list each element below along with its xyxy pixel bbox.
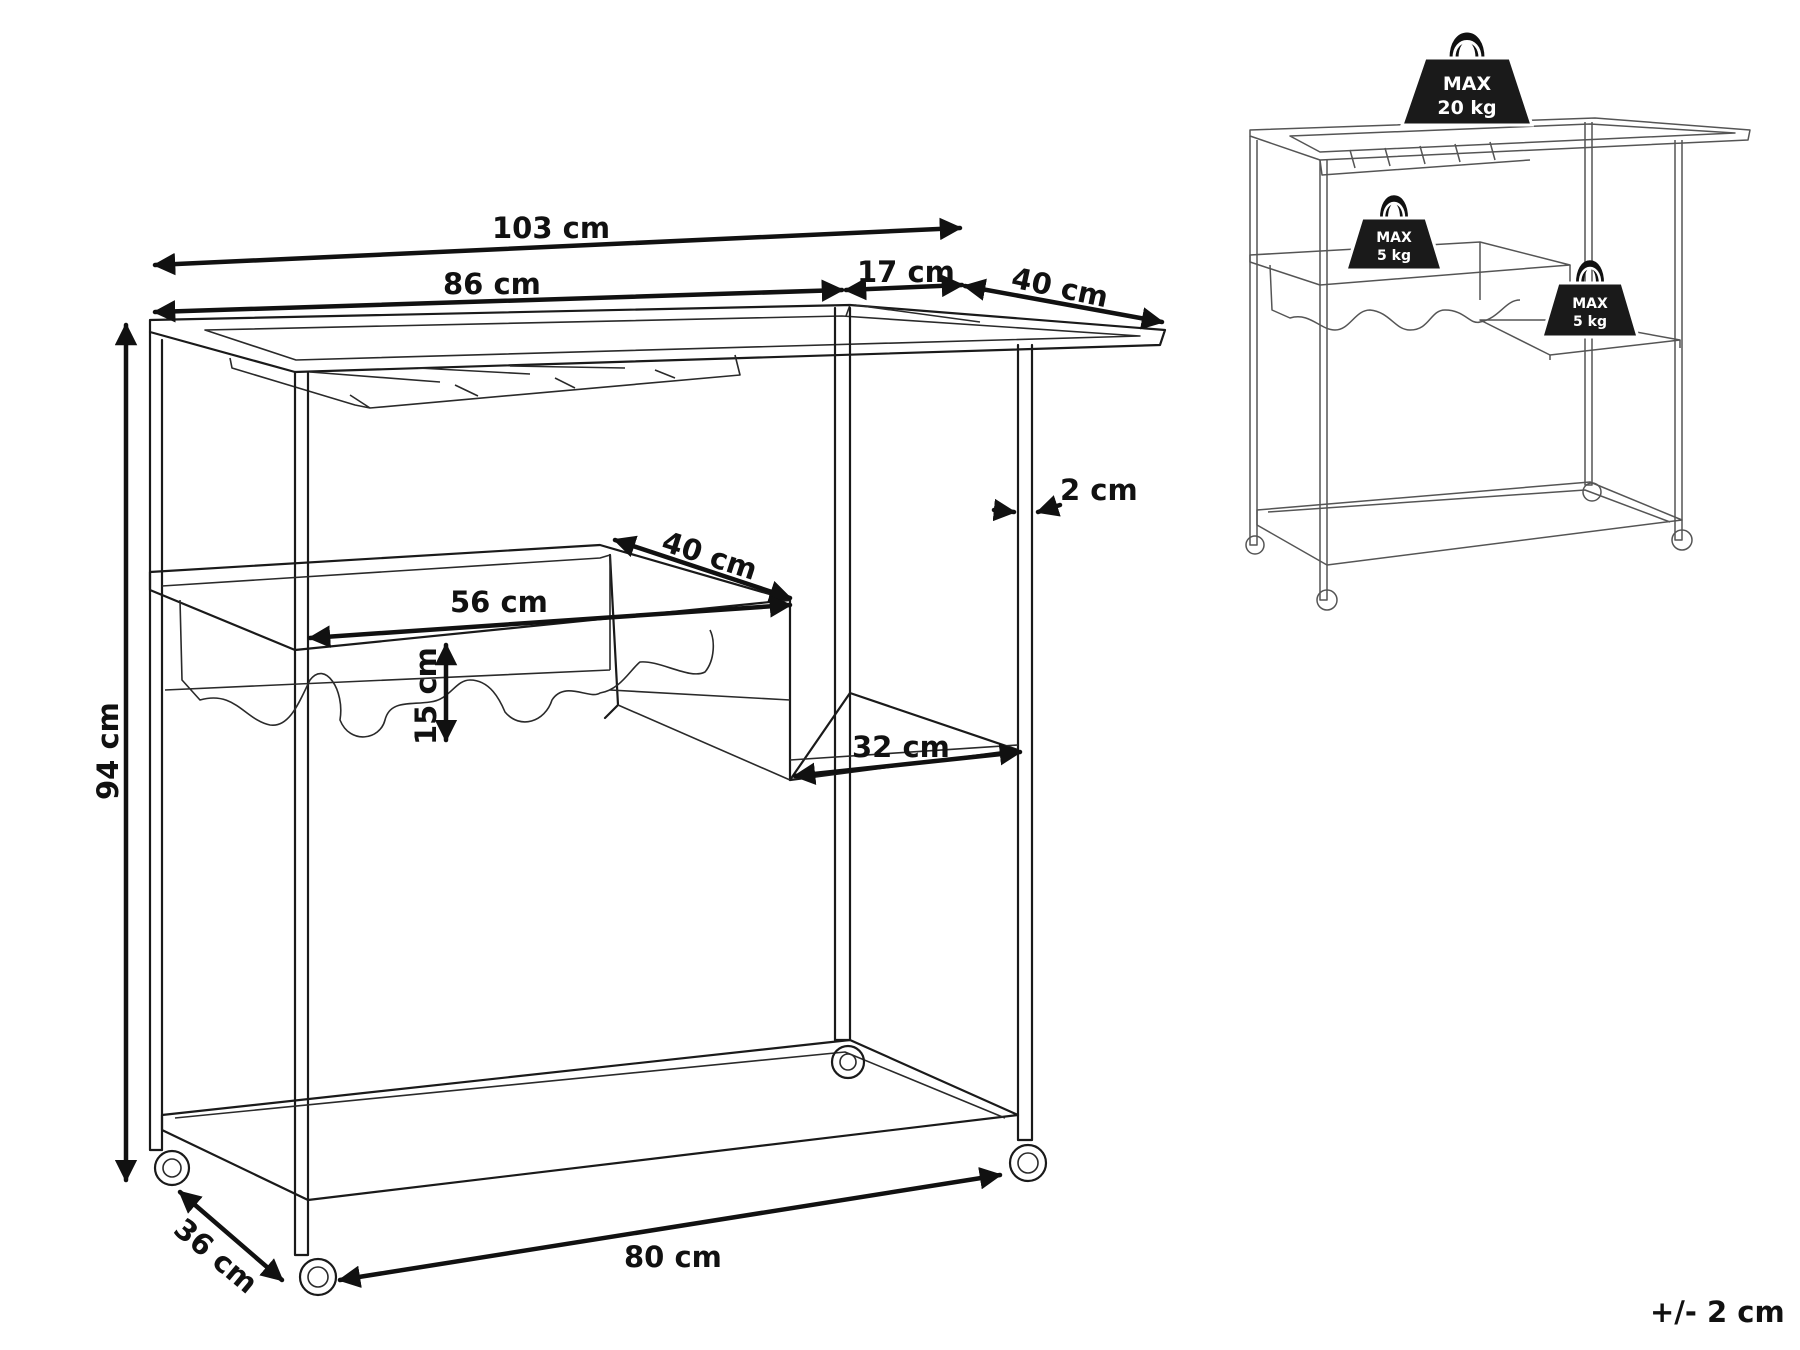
label-top-side-width: 17 cm bbox=[857, 255, 955, 289]
weight-icon-top: MAX 20 kg bbox=[1399, 32, 1535, 127]
wheels bbox=[153, 1044, 1048, 1297]
front-left-leg bbox=[293, 370, 310, 1257]
main-cart-drawing bbox=[148, 303, 1167, 1297]
glass-holder bbox=[229, 354, 741, 409]
wine-rack bbox=[179, 599, 715, 738]
load-capacity-drawing bbox=[1245, 117, 1751, 611]
label-tube-width: 2 cm bbox=[1060, 473, 1138, 507]
front-right-leg bbox=[1016, 343, 1034, 1142]
weight-top-max: MAX bbox=[1443, 73, 1492, 95]
weight-middle-max: MAX bbox=[1376, 230, 1412, 246]
tolerance-note: +/- 2 cm bbox=[1650, 1295, 1785, 1329]
label-base-width: 80 cm bbox=[624, 1240, 722, 1274]
weight-side-value: 5 kg bbox=[1573, 314, 1607, 330]
label-top-depth: 40 cm bbox=[1009, 261, 1112, 315]
label-rack-height: 15 cm bbox=[409, 647, 443, 745]
top-frame bbox=[148, 303, 1167, 374]
weight-top-value: 20 kg bbox=[1437, 97, 1496, 119]
label-top-main-width: 86 cm bbox=[443, 267, 541, 301]
label-height: 94 cm bbox=[91, 702, 125, 800]
weight-icon-middle: MAX 5 kg bbox=[1343, 195, 1445, 272]
weight-middle-value: 5 kg bbox=[1377, 248, 1411, 264]
bottom-shelf bbox=[160, 1038, 1020, 1202]
label-total-width: 103 cm bbox=[492, 211, 610, 245]
label-side-shelf-width: 32 cm bbox=[852, 730, 950, 764]
weight-icon-side: MAX 5 kg bbox=[1539, 260, 1641, 339]
dimension-lines bbox=[114, 217, 1165, 1288]
label-middle-width: 56 cm bbox=[450, 585, 548, 619]
weight-side-max: MAX bbox=[1572, 296, 1608, 312]
